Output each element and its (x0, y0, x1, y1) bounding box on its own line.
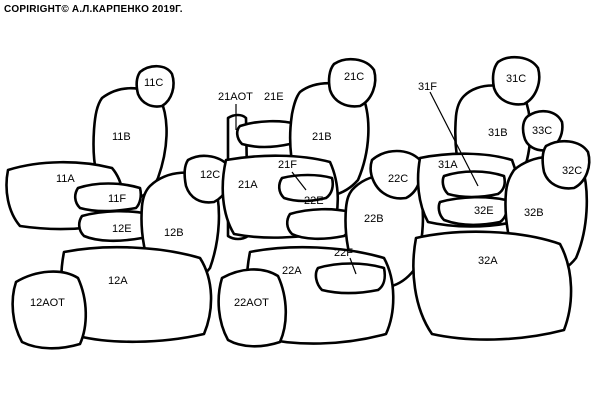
armrest-11f (73, 182, 143, 213)
row2-seats (217, 57, 425, 348)
label-21aot: 21AOT (218, 91, 253, 103)
cushion-side-12aot (11, 270, 88, 350)
label-31f: 31F (418, 81, 437, 93)
row3-seats (412, 55, 591, 341)
armrest-21f (277, 173, 335, 203)
label-22a: 22A (282, 265, 302, 277)
armrest-22e (285, 207, 353, 241)
cushion-32a (412, 230, 573, 341)
label-31b: 31B (488, 127, 508, 139)
headrest-11c (135, 64, 175, 108)
headrest-22c (369, 149, 423, 200)
label-12a: 12A (108, 275, 128, 287)
label-22b: 22B (364, 213, 384, 225)
leader-22f (349, 257, 357, 275)
label-12e: 12E (112, 223, 132, 235)
headrest-31c (491, 55, 541, 106)
label-21f: 21F (278, 159, 297, 171)
leader-31f (429, 91, 479, 187)
label-32c: 32C (562, 165, 582, 177)
label-11f: 11F (108, 193, 126, 205)
label-21e: 21E (264, 91, 284, 103)
headrest-12c (183, 154, 232, 204)
label-32a: 32A (478, 255, 498, 267)
label-22aot: 22AOT (234, 297, 269, 309)
headrest-21c (327, 57, 377, 108)
label-11a: 11A (56, 173, 75, 185)
armrest-32e (437, 195, 509, 227)
label-11c: 11C (144, 77, 163, 89)
copyright-notice: COPIRIGHT© А.Л.КАРПЕНКО 2019Г. (4, 4, 183, 15)
row1-seats (5, 64, 232, 350)
leader-21f (291, 171, 307, 191)
label-21a: 21A (238, 179, 258, 191)
label-22f: 22F (334, 247, 353, 259)
label-12b: 12B (164, 227, 184, 239)
label-33c: 33C (532, 125, 552, 137)
cushion-side-22aot (217, 268, 288, 348)
armrest-22f (314, 262, 387, 295)
label-12c: 12C (200, 169, 220, 181)
label-32e: 32E (474, 205, 494, 217)
label-21c: 21C (344, 71, 364, 83)
armrest-31f (441, 170, 507, 199)
label-31c: 31C (506, 73, 526, 85)
label-22c: 22C (388, 173, 408, 185)
headrest-32c (541, 139, 591, 190)
label-21b: 21B (312, 131, 332, 143)
armrest-21e (235, 119, 299, 149)
label-11b: 11B (112, 131, 131, 143)
label-22e: 22E (304, 195, 324, 207)
label-12aot: 12AOT (30, 297, 65, 309)
label-32b: 32B (524, 207, 544, 219)
label-31a: 31A (438, 159, 458, 171)
